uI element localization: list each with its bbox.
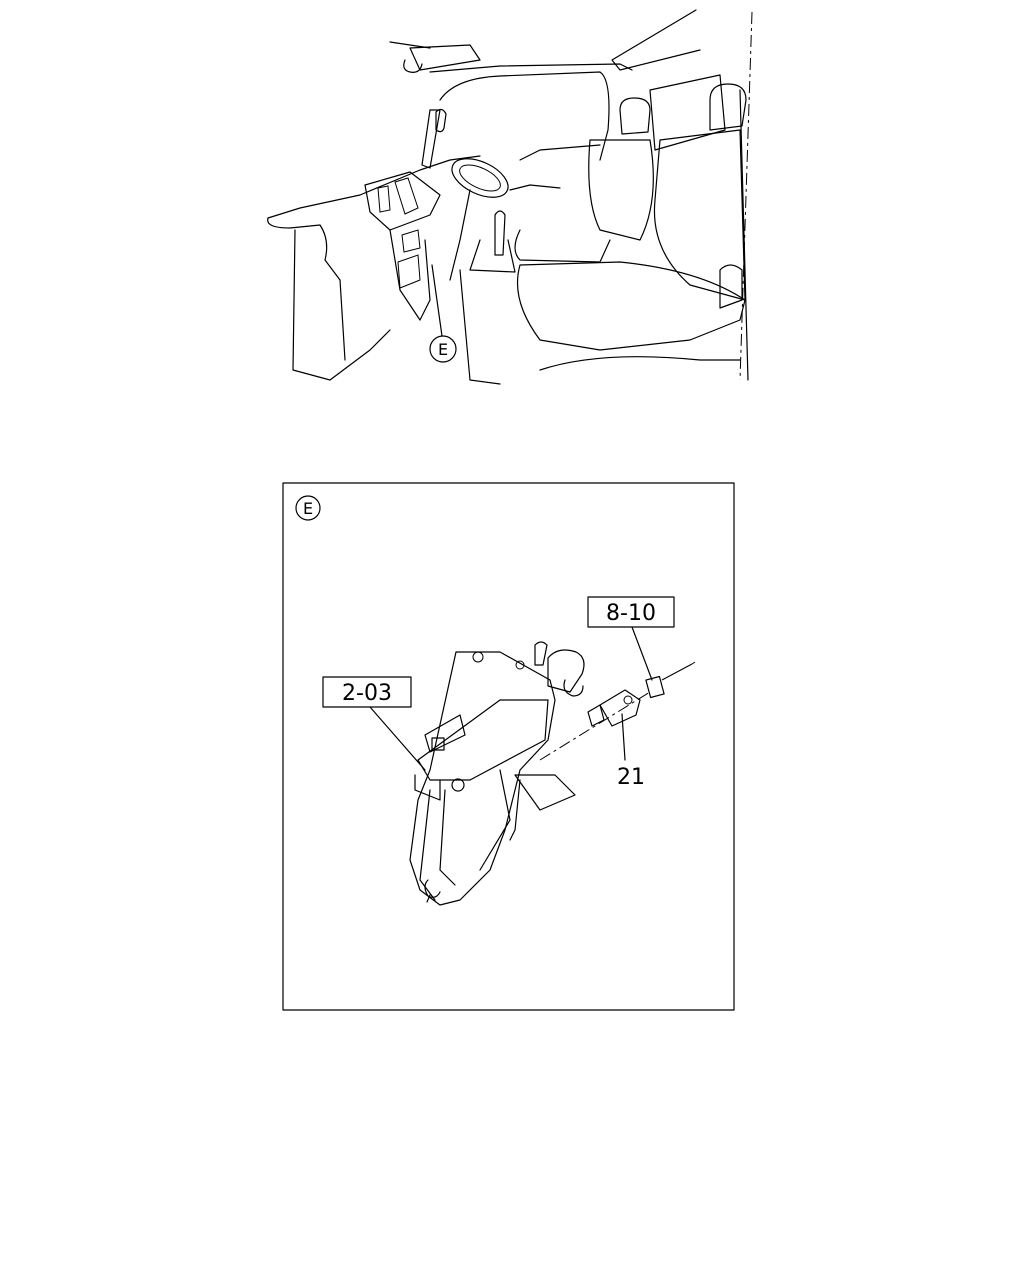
a-pillar: [421, 109, 441, 169]
pedal-bracket-assembly: [409, 641, 585, 906]
ref-box-2-03: [322, 676, 412, 708]
ref-box-8-10: [587, 596, 675, 628]
master-cylinder: [547, 649, 585, 693]
bracket-clamp: [424, 714, 466, 753]
callout-e-letter: E: [438, 340, 448, 359]
dash-top: [267, 155, 481, 219]
sun-visor: [409, 44, 481, 71]
center-console: [389, 229, 431, 321]
bracket-nut: [451, 778, 465, 792]
steering-column: [449, 189, 471, 281]
passenger-seatback: [653, 129, 746, 301]
mirror: [403, 59, 423, 73]
part-21-leader: [621, 713, 626, 761]
driver-headrest: [619, 97, 651, 135]
steering-wheel: [451, 158, 509, 198]
dash-left: [267, 217, 341, 281]
instrument-cluster: [364, 171, 441, 231]
detail-callout-circle: [295, 495, 321, 521]
cab-interior-illustration: E: [267, 9, 753, 385]
detail-callout-letter: E: [303, 499, 313, 518]
wire-connector: [645, 661, 696, 699]
passenger-headrest: [709, 83, 747, 131]
windshield-frame: [439, 71, 610, 161]
callout-e-leader: [431, 264, 443, 337]
dash-lower: [292, 229, 391, 381]
ref-8-10-leader: [631, 626, 653, 681]
roof-center-line: [739, 11, 753, 381]
part-number-21: 21: [617, 765, 645, 790]
callout-e-circle: [429, 335, 457, 363]
brake-light-switch: [587, 689, 641, 727]
rear-window: [649, 74, 726, 151]
ref-2-03-leader: [369, 706, 426, 771]
bench-cushion: [516, 261, 746, 351]
driver-cushion: [514, 229, 611, 263]
gear-lever: [494, 210, 506, 256]
pedal-pad: [514, 774, 576, 811]
windshield-top: [429, 63, 633, 73]
driver-seatback: [588, 139, 654, 241]
grab-handle: [435, 108, 447, 133]
detail-frame: [282, 482, 735, 1011]
detail-view-e: E: [282, 482, 735, 1011]
ref-label-2-03: 2-03: [342, 681, 392, 706]
ref-label-8-10: 8-10: [606, 601, 656, 626]
switch-axis-line: [539, 691, 651, 761]
floor: [459, 269, 501, 385]
roof-line: [611, 9, 701, 71]
